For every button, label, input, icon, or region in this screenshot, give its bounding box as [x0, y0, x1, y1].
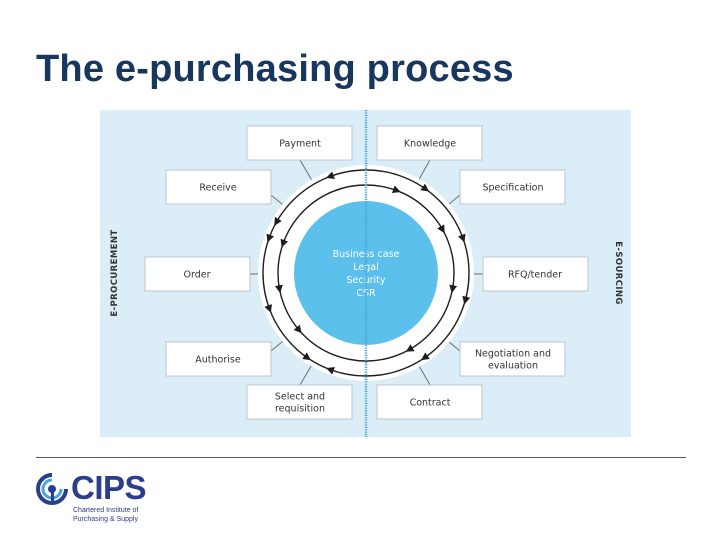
inner-ring-arrow-4: [405, 344, 415, 352]
step-box-order: Order: [144, 256, 251, 292]
outer-ring-arrow-left-3: [264, 304, 272, 313]
e-procurement-label: E-PROCUREMENT: [110, 229, 120, 316]
cips-logo: CIPS Chartered Institute of Purchasing &…: [35, 469, 147, 528]
logo-subtitle: Chartered Institute of Purchasing & Supp…: [73, 507, 139, 523]
slide-title: The e-purchasing process: [36, 48, 514, 90]
step-box-receive: Receive: [165, 169, 272, 205]
logo-wordmark: CIPS: [71, 469, 147, 506]
step-box-specification: Specification: [459, 169, 566, 205]
step-label-order: Order: [184, 270, 211, 281]
connector-payment: [299, 159, 312, 180]
connector-authorise: [270, 341, 283, 352]
inner-ring-arrow-2: [437, 224, 445, 234]
step-box-knowledge: Knowledge: [376, 125, 483, 161]
inner-ring-arrow-left-1: [293, 324, 302, 334]
step-box-authorise: Authorise: [165, 341, 272, 377]
outer-ring: [262, 169, 470, 377]
step-label-select: requisition: [275, 404, 325, 415]
inner-ring-arrow-left-2: [274, 284, 283, 294]
step-label-negotiation: evaluation: [488, 361, 538, 372]
footer-divider: [36, 457, 686, 458]
step-label-receive: Receive: [199, 183, 236, 194]
step-label-negotiation: Negotiation and: [475, 349, 551, 360]
outer-ring-arrow-5: [326, 367, 335, 375]
step-label-rfq: RFQ/tender: [508, 270, 562, 281]
outer-ring-arrow-2: [458, 233, 466, 243]
inner-ring-arrow-3: [449, 284, 458, 294]
center-disc: [294, 201, 438, 345]
connector-knowledge: [418, 159, 431, 180]
outer-ring-arrow-left-4: [302, 352, 312, 361]
outer-ring-arrow-left-2: [326, 171, 335, 179]
e-sourcing-label: E-SOURCING: [613, 241, 623, 305]
step-label-payment: Payment: [279, 139, 321, 150]
center-label: Legal: [353, 262, 378, 273]
step-label-select: Select and: [275, 392, 325, 403]
connector-negotiation: [448, 341, 461, 352]
step-box-payment: Payment: [246, 125, 353, 161]
outer-ring-arrow-left-5: [266, 233, 274, 243]
outer-ring-arrow-3: [462, 295, 471, 305]
step-label-knowledge: Knowledge: [404, 139, 456, 150]
connector-contract: [419, 366, 431, 386]
connector-select: [299, 365, 312, 386]
connector-specification: [448, 194, 461, 205]
step-box-contract: Contract: [376, 384, 483, 420]
step-label-specification: Specification: [483, 183, 544, 194]
step-box-rfq: RFQ/tender: [482, 256, 589, 292]
connector-receive: [270, 194, 283, 205]
inner-ring-arrow-left-3: [280, 238, 289, 248]
step-label-authorise: Authorise: [195, 355, 241, 366]
outer-ring-arrow-4: [420, 352, 430, 361]
inner-ring-arrow-1: [391, 185, 401, 194]
outer-ring-arrow-left-1: [274, 216, 282, 226]
cips-emblem-icon: [36, 473, 68, 505]
step-label-contract: Contract: [410, 398, 451, 409]
outer-ring-arrow-1: [420, 183, 430, 192]
